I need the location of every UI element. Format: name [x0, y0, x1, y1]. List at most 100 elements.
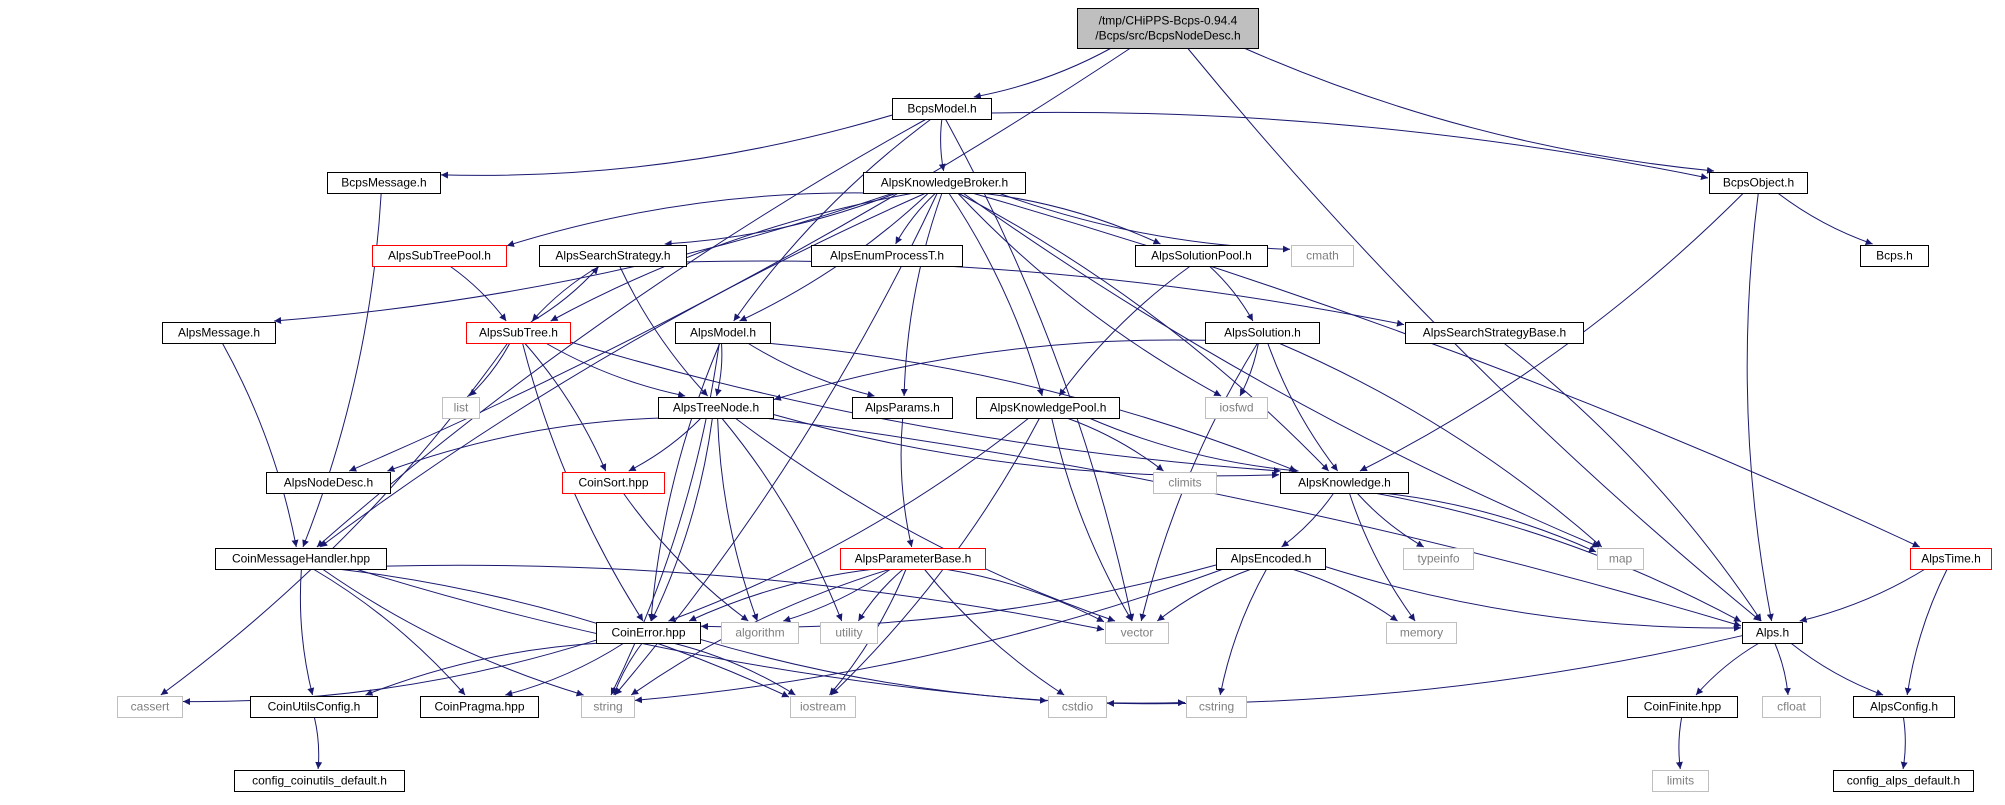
node-bcps-message[interactable]: BcpsMessage.h — [327, 172, 441, 194]
node-label: memory — [1400, 626, 1443, 640]
node-box — [790, 696, 856, 718]
node-alps-knowledge[interactable]: AlpsKnowledge.h — [1280, 472, 1409, 494]
node-cmath: cmath — [1291, 245, 1354, 267]
node-box — [1627, 696, 1738, 718]
node-box — [1077, 8, 1259, 49]
node-coin-finite[interactable]: CoinFinite.hpp — [1627, 696, 1738, 718]
node-box — [1105, 622, 1169, 644]
node-box — [1597, 548, 1644, 570]
edge-alps-model-to-coin-error — [648, 342, 721, 622]
node-alps-knowledge-pool[interactable]: AlpsKnowledgePool.h — [976, 397, 1120, 419]
node-alps-sub-tree[interactable]: AlpsSubTree.h — [466, 322, 571, 344]
node-config-coinutils-default[interactable]: config_coinutils_default.h — [234, 770, 405, 792]
node-box — [442, 397, 480, 419]
node-box — [420, 696, 539, 718]
node-alps-search-strategy[interactable]: AlpsSearchStrategy.h — [539, 245, 687, 267]
node-alps-enum-process-t[interactable]: AlpsEnumProcessT.h — [811, 245, 963, 267]
node-label: AlpsKnowledgePool.h — [990, 401, 1107, 415]
node-label: AlpsParameterBase.h — [855, 552, 972, 566]
node-coin-pragma[interactable]: CoinPragma.hpp — [420, 696, 539, 718]
edges-layer — [160, 47, 1948, 770]
edge-coin-utils-config-to-config-coinutils-default — [313, 716, 323, 770]
node-coin-sort[interactable]: CoinSort.hpp — [562, 472, 665, 494]
edge-coin-error-to-cstring — [699, 638, 1186, 707]
node-label: cassert — [131, 700, 170, 714]
edge-alps-knowledge-broker-to-alps-search-strategy — [664, 192, 897, 248]
node-alps-encoded[interactable]: AlpsEncoded.h — [1216, 548, 1326, 570]
edge-alps-parameter-base-to-algorithm — [783, 568, 892, 623]
edge-coin-finite-to-limits — [1675, 716, 1683, 770]
edge-alps-tree-node-to-utility — [721, 417, 843, 622]
node-box — [596, 622, 701, 644]
node-label: cstring — [1199, 700, 1234, 714]
node-alps-params[interactable]: AlpsParams.h — [852, 397, 953, 419]
node-root[interactable]: /tmp/CHiPPS-Bcps-0.94.4/Bcps/src/BcpsNod… — [1077, 8, 1259, 49]
node-bcps[interactable]: Bcps.h — [1860, 245, 1929, 267]
node-alps[interactable]: Alps.h — [1742, 622, 1803, 644]
node-alps-time[interactable]: AlpsTime.h — [1910, 548, 1992, 570]
edge-alps-tree-node-to-alps — [764, 417, 1742, 628]
edge-alps-model-to-alps-knowledge — [765, 342, 1297, 472]
edge-bcps-model-to-vector — [944, 118, 1135, 622]
node-bcps-object[interactable]: BcpsObject.h — [1709, 172, 1808, 194]
edge-alps-knowledge-broker-to-coin-message-handler — [319, 192, 927, 548]
node-alps-model[interactable]: AlpsModel.h — [675, 322, 771, 344]
edge-alps-sub-tree-to-alps-tree-node — [545, 342, 686, 399]
edge-alps-to-alps-config — [1790, 642, 1884, 696]
node-config-alps-default[interactable]: config_alps_default.h — [1833, 770, 1974, 792]
nodes-layer: /tmp/CHiPPS-Bcps-0.94.4/Bcps/src/BcpsNod… — [117, 8, 1992, 792]
node-alps-search-strategy-base[interactable]: AlpsSearchStrategyBase.h — [1405, 322, 1584, 344]
node-label: AlpsKnowledgeBroker.h — [881, 176, 1008, 190]
node-label: AlpsSolutionPool.h — [1151, 249, 1252, 263]
node-bcps-model[interactable]: BcpsModel.h — [892, 98, 992, 120]
node-alps-solution[interactable]: AlpsSolution.h — [1205, 322, 1320, 344]
node-coin-utils-config[interactable]: CoinUtilsConfig.h — [250, 696, 378, 718]
node-label: AlpsTreeNode.h — [673, 401, 759, 415]
node-label: CoinFinite.hpp — [1644, 700, 1722, 714]
node-label: AlpsParams.h — [865, 401, 940, 415]
edge-alps-knowledge-broker-to-alps-message — [274, 192, 894, 324]
node-coin-error[interactable]: CoinError.hpp — [596, 622, 701, 644]
edge-alps-tree-node-to-algorithm — [717, 417, 759, 622]
edge-coin-message-handler-to-string — [322, 568, 584, 697]
edge-alps-knowledge-broker-to-alps-params — [900, 192, 943, 397]
node-box — [1403, 548, 1474, 570]
node-memory: memory — [1386, 622, 1457, 644]
node-alps-sub-tree-pool[interactable]: AlpsSubTreePool.h — [372, 245, 507, 267]
edge-alps-knowledge-pool-to-vector — [1051, 417, 1133, 622]
edge-alps-parameter-base-to-vector — [944, 568, 1105, 623]
node-box — [820, 622, 878, 644]
node-coin-message-handler[interactable]: CoinMessageHandler.hpp — [215, 548, 387, 570]
edge-alps-sub-tree-to-coin-sort — [524, 342, 607, 472]
node-label: Alps.h — [1756, 626, 1789, 640]
edge-coin-message-handler-to-coin-pragma — [312, 568, 466, 696]
edge-alps-to-cstdio — [1106, 635, 1743, 707]
node-box — [1910, 548, 1992, 570]
edge-alps-sub-tree-to-cassert — [160, 342, 509, 696]
node-box — [1860, 245, 1929, 267]
node-label: algorithm — [735, 626, 784, 640]
node-box — [250, 696, 378, 718]
edge-root-to-bcps-object — [1243, 47, 1715, 174]
node-box — [1405, 322, 1584, 344]
node-alps-knowledge-broker[interactable]: AlpsKnowledgeBroker.h — [863, 172, 1026, 194]
node-alps-config[interactable]: AlpsConfig.h — [1853, 696, 1955, 718]
edge-alps-encoded-to-memory — [1291, 568, 1398, 622]
node-alps-parameter-base[interactable]: AlpsParameterBase.h — [840, 548, 986, 570]
edge-bcps-model-to-alps-knowledge-broker — [938, 118, 946, 172]
node-alps-solution-pool[interactable]: AlpsSolutionPool.h — [1135, 245, 1268, 267]
edge-alps-search-strategy-to-alps-search-strategy-base — [685, 260, 1405, 327]
edge-alps-solution-to-map — [1278, 342, 1603, 548]
node-cassert: cassert — [117, 696, 183, 718]
edge-alps-solution-to-alps-knowledge — [1267, 342, 1339, 472]
node-alps-message[interactable]: AlpsMessage.h — [162, 322, 276, 344]
node-alps-node-desc[interactable]: AlpsNodeDesc.h — [266, 472, 391, 494]
edge-coin-message-handler-to-vector — [385, 564, 1105, 632]
edge-coin-error-to-cassert — [182, 639, 597, 706]
node-box — [1291, 245, 1354, 267]
node-label: AlpsSearchStrategyBase.h — [1423, 326, 1566, 340]
node-box — [466, 322, 571, 344]
edge-alps-tree-node-to-alps-knowledge — [772, 413, 1280, 479]
node-alps-tree-node[interactable]: AlpsTreeNode.h — [658, 397, 774, 419]
